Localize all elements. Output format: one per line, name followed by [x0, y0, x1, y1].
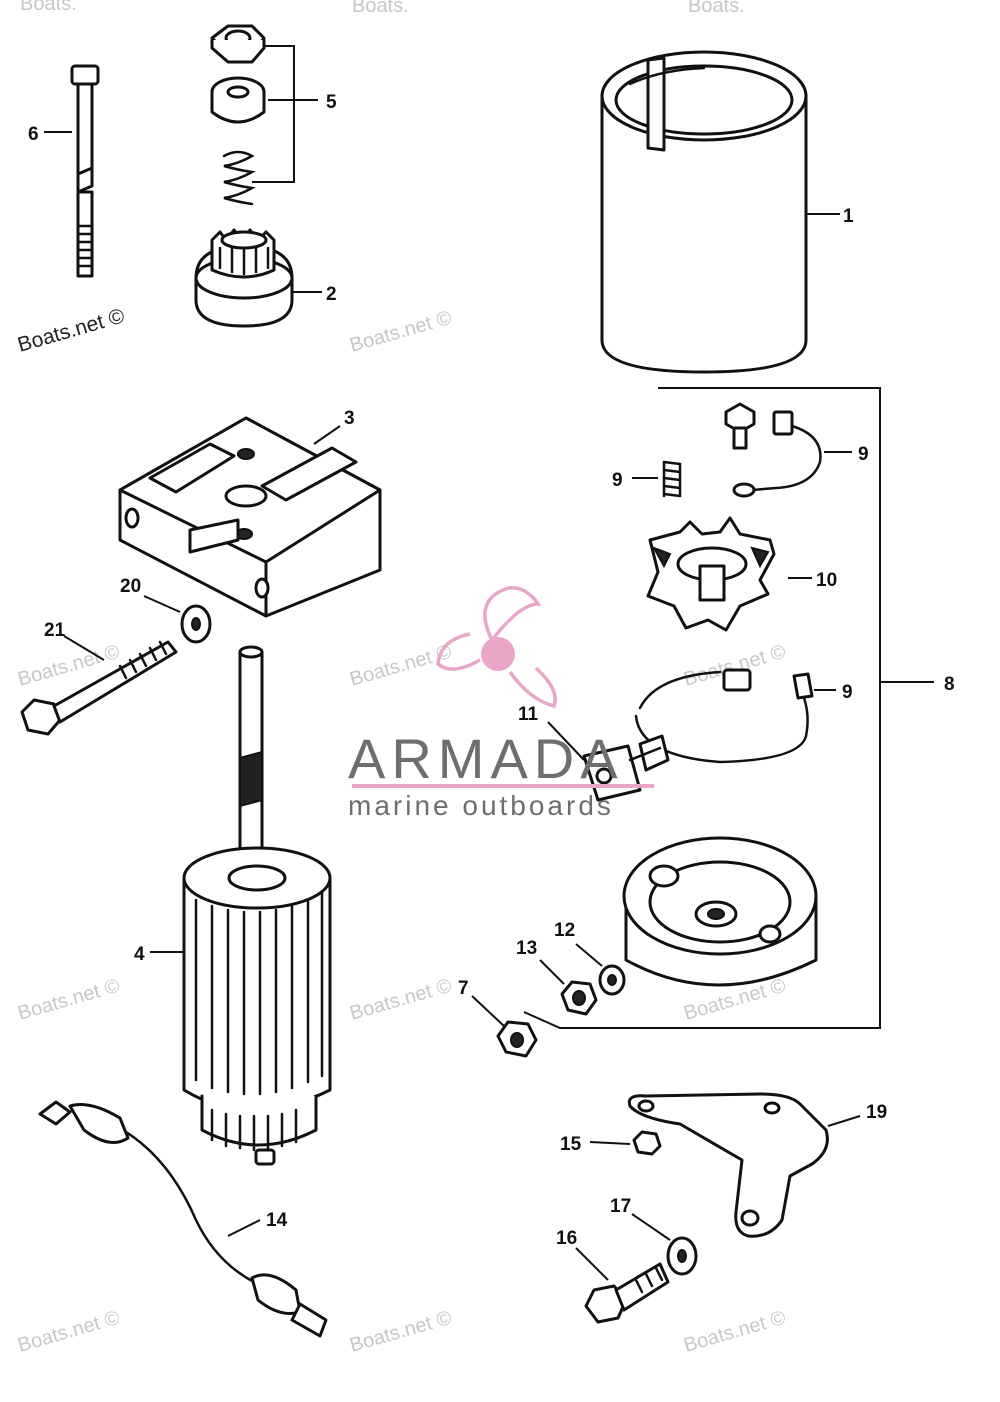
watermark-8: Boats.net ©: [347, 975, 454, 1025]
armada-logo: ARMADA marine outboards: [348, 586, 654, 821]
callout-10: 10: [816, 570, 837, 591]
callout-12: 12: [554, 920, 575, 941]
part-3-end-frame: [118, 416, 382, 618]
part-8-end-cap: [622, 836, 818, 987]
watermark-1: Boats.net ©: [15, 304, 128, 357]
callout-11: 11: [518, 704, 539, 725]
part-1-housing: [600, 50, 808, 374]
part-6-bolt: [70, 64, 100, 278]
callout-6: 6: [28, 124, 39, 145]
part-10-brush-holder: [646, 516, 776, 632]
callout-19: 19: [866, 1102, 887, 1123]
callout-3: 3: [344, 408, 355, 429]
callout-14: 14: [266, 1210, 288, 1231]
propeller-icon: [436, 586, 557, 709]
callout-9-top: 9: [858, 444, 869, 465]
part-13-nut: [560, 980, 598, 1016]
part-12-washer: [598, 964, 626, 996]
part-20-washer: [180, 604, 212, 644]
part-16-bolt: [584, 1262, 670, 1324]
watermark-2: Boats.net ©: [347, 307, 454, 357]
watermark-top-1: Boats.: [20, 0, 77, 15]
callout-labels: 1 2 3 4 5 6 7 8 9 9 9 10 11 12 13 14 15 …: [28, 92, 955, 1249]
watermark-12: Boats.net ©: [681, 1307, 788, 1357]
part-5-nut-washer-spring: [210, 24, 266, 206]
part-21-bolt: [20, 640, 178, 736]
callout-7: 7: [458, 978, 469, 999]
part-14-cable: [38, 1100, 328, 1338]
part-15-nut: [632, 1130, 662, 1156]
part-2-drive-pinion: [194, 228, 294, 328]
callout-21: 21: [44, 620, 66, 641]
part-7-nut: [496, 1020, 538, 1058]
callout-9-spring: 9: [612, 470, 623, 491]
part-9-brush-top: [724, 402, 822, 498]
callout-20: 20: [120, 576, 141, 597]
callout-15: 15: [560, 1134, 582, 1155]
callout-9-ring: 9: [842, 682, 853, 703]
part-9-spring: [662, 460, 682, 498]
watermark-7: Boats.net ©: [15, 975, 122, 1025]
part-17-washer: [666, 1236, 698, 1276]
logo-tagline: marine outboards: [348, 790, 614, 821]
watermark-10: Boats.net ©: [15, 1307, 122, 1357]
callout-2: 2: [326, 284, 337, 305]
watermark-11: Boats.net ©: [347, 1307, 454, 1357]
callout-5: 5: [326, 92, 337, 113]
callout-4: 4: [134, 944, 145, 965]
callout-8: 8: [944, 674, 955, 695]
logo-name: ARMADA: [348, 727, 624, 790]
callout-1: 1: [843, 206, 854, 227]
watermark-top-3: Boats.: [688, 0, 745, 17]
callout-17: 17: [610, 1196, 631, 1217]
callout-16: 16: [556, 1228, 577, 1249]
part-19-bracket: [627, 1092, 829, 1238]
callout-13: 13: [516, 938, 537, 959]
logo-underline: [352, 784, 654, 788]
part-9-brush-ring: [634, 668, 814, 772]
watermark-top-2: Boats.: [352, 0, 409, 17]
part-4-armature: [182, 645, 332, 1166]
